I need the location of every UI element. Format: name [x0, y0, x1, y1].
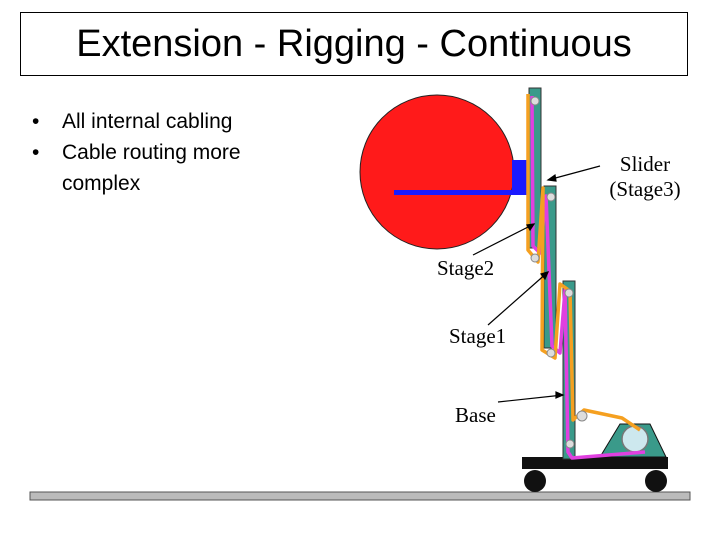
- slider-label-line2: (Stage3): [609, 177, 681, 201]
- arm-bar: [394, 190, 530, 195]
- pulley-icon: [564, 288, 574, 298]
- pulley-icon: [546, 348, 556, 358]
- bullet-text: All internal cabling: [62, 110, 233, 133]
- pulley-icon: [576, 410, 588, 422]
- left-wheel: [524, 470, 546, 492]
- base-cart: [522, 457, 668, 469]
- slider-pointer: [547, 165, 601, 181]
- arrow-icon: [539, 271, 550, 281]
- base-pulley: [621, 425, 649, 453]
- arrow-icon: [555, 391, 565, 399]
- bullet-item: • All internal cabling: [30, 106, 310, 137]
- stage2-pointer: [472, 223, 535, 256]
- bullet-text: Cable routing more complex: [62, 141, 241, 195]
- stage2-label: Stage2: [437, 256, 495, 280]
- slide-title: Extension - Rigging - Continuous: [76, 22, 632, 65]
- pulley-icon: [530, 253, 540, 263]
- stage1-pointer: [487, 271, 549, 326]
- arrow-icon: [526, 223, 536, 232]
- slider-label-line1: Slider: [619, 152, 671, 176]
- pulley-icon: [546, 192, 556, 202]
- slider-label: Slider (Stage3): [600, 152, 690, 202]
- bullet-dot-icon: •: [32, 141, 40, 164]
- red-ball: [359, 94, 515, 250]
- ground-floor: [29, 491, 691, 501]
- magenta-cable: [530, 95, 646, 460]
- arm-block: [512, 160, 530, 192]
- bullet-item: • Cable routing more complex: [30, 137, 310, 199]
- bullet-dot-icon: •: [32, 110, 40, 133]
- arrow-icon: [546, 173, 557, 182]
- pointer-lines: [472, 165, 601, 403]
- pulley-icon: [530, 96, 540, 106]
- base-pointer: [497, 394, 564, 403]
- base-label: Base: [455, 403, 496, 427]
- bullet-list: • All internal cabling • Cable routing mor…: [30, 106, 310, 199]
- stage1-label: Stage1: [449, 324, 507, 348]
- right-wheel: [645, 470, 667, 492]
- title-box: Extension - Rigging - Continuous: [20, 12, 688, 76]
- pulley-icon: [565, 439, 575, 449]
